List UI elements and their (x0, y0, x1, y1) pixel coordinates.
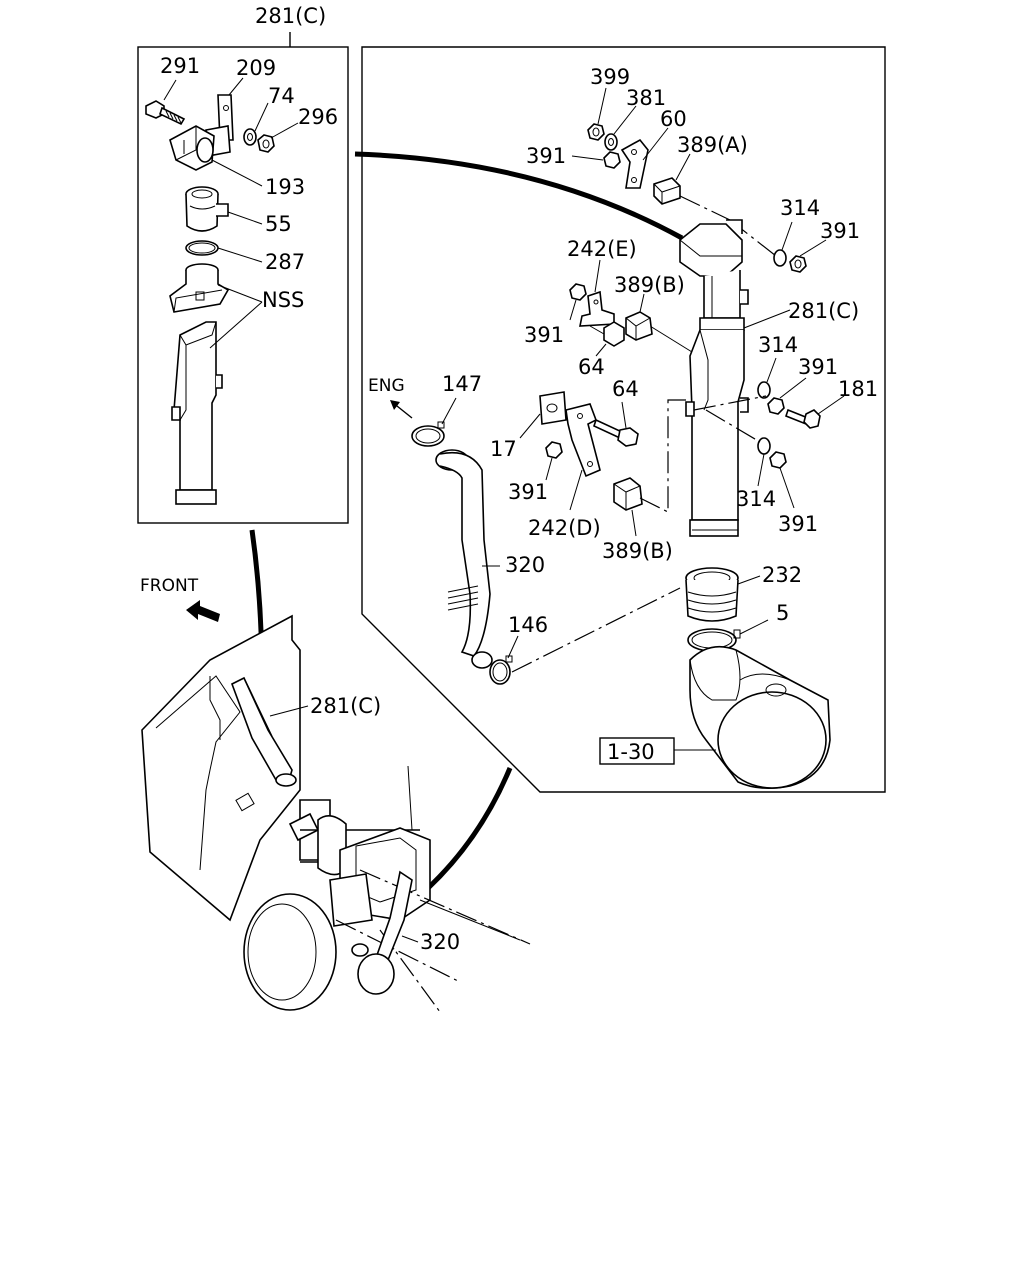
nut-391-a (603, 151, 621, 169)
nut-391-d (767, 397, 785, 415)
label-inset-281c: 281(C) (255, 4, 326, 28)
truck-frame (288, 765, 531, 1013)
nut-391-b (789, 255, 807, 273)
label-55: 55 (265, 212, 292, 236)
mount-389b-upper (625, 311, 653, 341)
main-frame (361, 46, 886, 793)
washer-314-b (757, 381, 771, 399)
label-181: 181 (838, 377, 878, 401)
mount-389a (653, 177, 681, 205)
bolt-64-a (589, 321, 625, 347)
nut-399 (587, 123, 605, 141)
elbow-193 (169, 125, 215, 171)
label-64-b: 64 (612, 377, 639, 401)
bolt-291 (145, 100, 186, 126)
ref-box-1-30 (599, 737, 675, 765)
label-17: 17 (490, 437, 517, 461)
engine-hose-320 (351, 870, 413, 995)
label-242d: 242(D) (528, 516, 601, 540)
label-74: 74 (268, 84, 295, 108)
label-242e: 242(E) (567, 237, 637, 261)
eng-arrow-icon (390, 400, 400, 410)
label-391-a: 391 (526, 144, 566, 168)
label-1-30: 1-30 (607, 740, 655, 764)
washer-381 (604, 133, 618, 151)
nut-391-f (769, 451, 787, 469)
clamp-5 (687, 628, 741, 652)
callout-curve-bottom (424, 767, 513, 892)
label-296: 296 (298, 105, 338, 129)
label-389b-upper: 389(B) (614, 273, 685, 297)
bracket-242d (565, 403, 601, 478)
label-391-f: 391 (778, 512, 818, 536)
plate-17 (539, 391, 567, 425)
nut-296 (257, 134, 275, 153)
label-391-b: 391 (820, 219, 860, 243)
label-front: FRONT (140, 576, 199, 596)
cab-duct-281c (231, 676, 297, 787)
clamp-146 (489, 655, 513, 685)
truck-cab (141, 614, 301, 922)
mount-389b-lower (613, 477, 643, 511)
front-arrow-icon (186, 600, 220, 622)
label-314-a: 314 (780, 196, 820, 220)
label-147: 147 (442, 372, 482, 396)
label-5: 5 (776, 601, 789, 625)
label-209: 209 (236, 56, 276, 80)
bolt-64-b (593, 418, 639, 447)
label-281c-main: 281(C) (788, 299, 859, 323)
label-287: 287 (265, 250, 305, 274)
inset-frame (137, 46, 349, 524)
duct-pipe-nss (171, 321, 223, 505)
truck-wheel (243, 893, 337, 1011)
label-64-a: 64 (578, 355, 605, 379)
bracket-60 (620, 138, 649, 189)
label-60: 60 (660, 107, 687, 131)
label-399: 399 (590, 65, 630, 89)
clamp-147 (411, 421, 445, 447)
air-cleaner (689, 645, 831, 790)
hose-320 (435, 449, 493, 669)
label-232: 232 (762, 563, 802, 587)
label-391-e: 391 (508, 480, 548, 504)
duct-281c (679, 219, 749, 537)
callout-curve-top (354, 151, 684, 241)
bracket-242e (579, 290, 615, 327)
label-389a: 389(A) (677, 133, 748, 157)
clamp-287 (185, 240, 219, 256)
bolt-181 (785, 408, 821, 429)
label-146: 146 (508, 613, 548, 637)
label-281c-truck: 281(C) (310, 694, 381, 718)
boot-232 (685, 567, 739, 622)
label-389b-lower: 389(B) (602, 539, 673, 563)
label-391-d: 391 (798, 355, 838, 379)
washer-314-c (757, 437, 771, 455)
label-381: 381 (626, 86, 666, 110)
nut-391-e (545, 441, 563, 459)
label-314-c: 314 (736, 487, 776, 511)
adapter-nss (169, 263, 230, 313)
label-291: 291 (160, 54, 200, 78)
washer-314-a (773, 249, 787, 267)
nut-391-c (569, 283, 587, 301)
label-eng: ENG (368, 376, 405, 396)
washer-74 (243, 128, 257, 146)
label-320-a: 320 (505, 553, 545, 577)
label-314-b: 314 (758, 333, 798, 357)
label-193: 193 (265, 175, 305, 199)
label-391-c: 391 (524, 323, 564, 347)
hose-55 (185, 186, 229, 232)
label-nss: NSS (262, 288, 304, 312)
label-320-b: 320 (420, 930, 460, 954)
